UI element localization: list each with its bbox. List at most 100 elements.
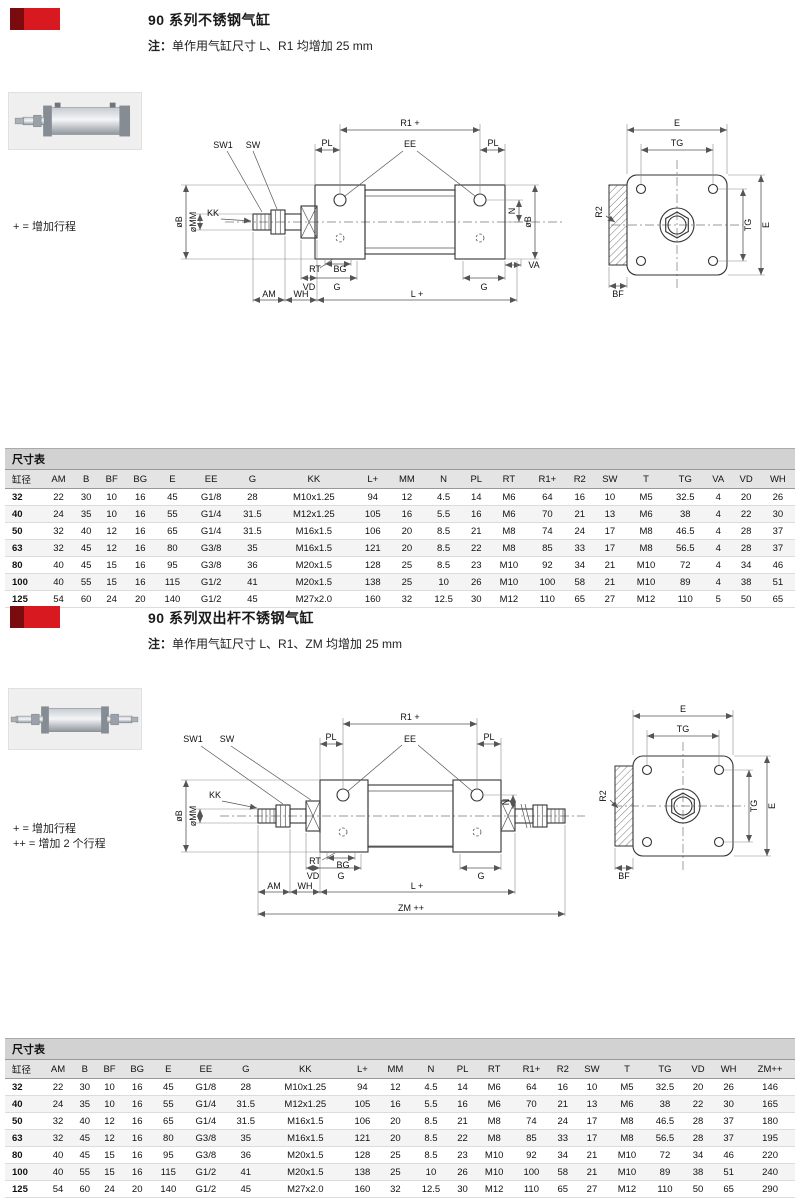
dimension-cell: G1/8 (184, 1078, 227, 1096)
note-label: 注： (148, 637, 173, 651)
label-sw1: SW1 (213, 140, 233, 150)
dimension-cell: G1/4 (184, 1095, 227, 1113)
column-header-KK: KK (264, 1059, 346, 1079)
dimension-cell: 55 (74, 573, 99, 591)
label-r1: R1 + (400, 712, 419, 722)
dimension-cell: M10 (489, 556, 529, 574)
dimension-cell: 20 (378, 1129, 412, 1147)
dimension-cell: 50 (683, 1180, 713, 1198)
dimension-cell: 35 (226, 1129, 265, 1147)
dimension-cell: 33 (566, 539, 594, 557)
dimension-cell: 17 (575, 1112, 608, 1130)
dimension-cell: 22 (43, 1078, 74, 1096)
note-text: 单作用气缸尺寸 L、R1、ZM 均增加 25 mm (172, 637, 403, 651)
dimension-cell: 5 (704, 590, 732, 608)
dimension-cell: 12.5 (424, 590, 464, 608)
dimension-cell: 45 (73, 1146, 97, 1164)
dimension-cell: M8 (475, 1112, 514, 1130)
label-am: AM (267, 881, 281, 891)
dimension-cell: 16 (122, 1146, 152, 1164)
label-vd: VD (303, 282, 316, 292)
dimension-cell: 25 (378, 1163, 412, 1181)
column-header-WH: WH (712, 1059, 746, 1079)
dimension-cell: 21 (575, 1163, 608, 1181)
dimension-cell: 34 (566, 556, 594, 574)
section-marker-dark-block (10, 8, 24, 30)
label-bore-diameter: øB (174, 810, 184, 822)
dimension-cell: 128 (355, 556, 390, 574)
dimension-cell: 12 (98, 522, 126, 540)
dimension-cell: 15 (98, 556, 126, 574)
dimension-cell: M10 (489, 573, 529, 591)
dimension-cell: 65 (155, 522, 190, 540)
dimension-cell: M10x1.25 (272, 488, 356, 506)
dimension-cell: 58 (566, 573, 594, 591)
dimension-cell: G1/2 (184, 1180, 227, 1198)
dimension-cell: 10 (96, 1078, 123, 1096)
label-bore-diameter-right: øB (523, 216, 533, 228)
dimension-cell: 64 (513, 1078, 550, 1096)
dimension-cell: M16x1.5 (272, 539, 356, 557)
dimension-cell: 56.5 (645, 1129, 684, 1147)
dimension-cell: M10 (607, 1146, 646, 1164)
dimension-cell: M12 (489, 590, 529, 608)
dimension-cell: G1/4 (189, 522, 233, 540)
label-zm: ZM ++ (398, 903, 424, 913)
label-l: L + (411, 289, 423, 299)
label-r1: R1 + (400, 118, 419, 128)
column-header-G: G (226, 1059, 265, 1079)
section-note: 注：单作用气缸尺寸 L、R1 均增加 25 mm (148, 37, 373, 54)
column-header-N: N (411, 1059, 450, 1079)
bore-size-cell: 100 (5, 573, 43, 591)
dimension-cell: 21 (449, 1112, 476, 1130)
column-header-B: B (73, 1059, 97, 1079)
dimension-cell: 45 (226, 1180, 265, 1198)
dimension-cell: 165 (745, 1095, 795, 1113)
label-wh: WH (298, 881, 313, 891)
dimension-cell: 51 (760, 573, 795, 591)
bore-size-cell: 40 (5, 505, 43, 523)
dimension-cell: 32.5 (645, 1078, 684, 1096)
label-sw: SW (220, 734, 235, 744)
dimension-cell: 12 (98, 539, 126, 557)
dimension-cell: 21 (566, 505, 594, 523)
dimension-cell: 160 (355, 590, 390, 608)
dimension-cell: 37 (760, 522, 795, 540)
dimension-cell: 10 (411, 1163, 450, 1181)
note-text: 单作用气缸尺寸 L、R1 均增加 25 mm (172, 39, 373, 53)
label-ee: EE (404, 734, 416, 744)
dimension-cell: 46.5 (645, 1112, 684, 1130)
drawing-labels: SW1 SW PL EE PL R1 + øB øMM KK N RT BG V… (174, 704, 777, 913)
label-bore-diameter-left: øB (174, 216, 184, 228)
dimension-cell: 110 (665, 590, 705, 608)
dimension-cell: M16x1.5 (264, 1129, 346, 1147)
dimension-cell: G1/8 (189, 488, 233, 506)
column-header-BF: BF (96, 1059, 123, 1079)
column-header-BG: BG (122, 1059, 152, 1079)
dimension-cell: 24 (98, 590, 126, 608)
label-rt: RT (309, 856, 321, 866)
dimension-cell: M6 (626, 505, 666, 523)
dimension-cell: 64 (528, 488, 567, 506)
dimension-cell: 4 (704, 556, 732, 574)
dimension-cell: 40 (43, 556, 75, 574)
dimension-cell: 35 (73, 1095, 97, 1113)
dimension-cell: 92 (528, 556, 567, 574)
dimension-cell: 16 (378, 1095, 412, 1113)
dimension-cell: 13 (575, 1095, 608, 1113)
dimension-cell: 10 (593, 488, 627, 506)
dimension-cell: 38 (645, 1095, 684, 1113)
dimension-cell: M8 (489, 539, 529, 557)
dimension-cell: 10 (96, 1095, 123, 1113)
dimension-cell: 32 (389, 590, 424, 608)
dimension-cell: 160 (345, 1180, 379, 1198)
dimension-cell: 22 (683, 1095, 713, 1113)
dimension-cell: 8.5 (424, 539, 464, 557)
dimension-cell: M10 (626, 556, 666, 574)
section-marker-dark-block (10, 606, 24, 628)
dimension-cell: G1/4 (189, 505, 233, 523)
